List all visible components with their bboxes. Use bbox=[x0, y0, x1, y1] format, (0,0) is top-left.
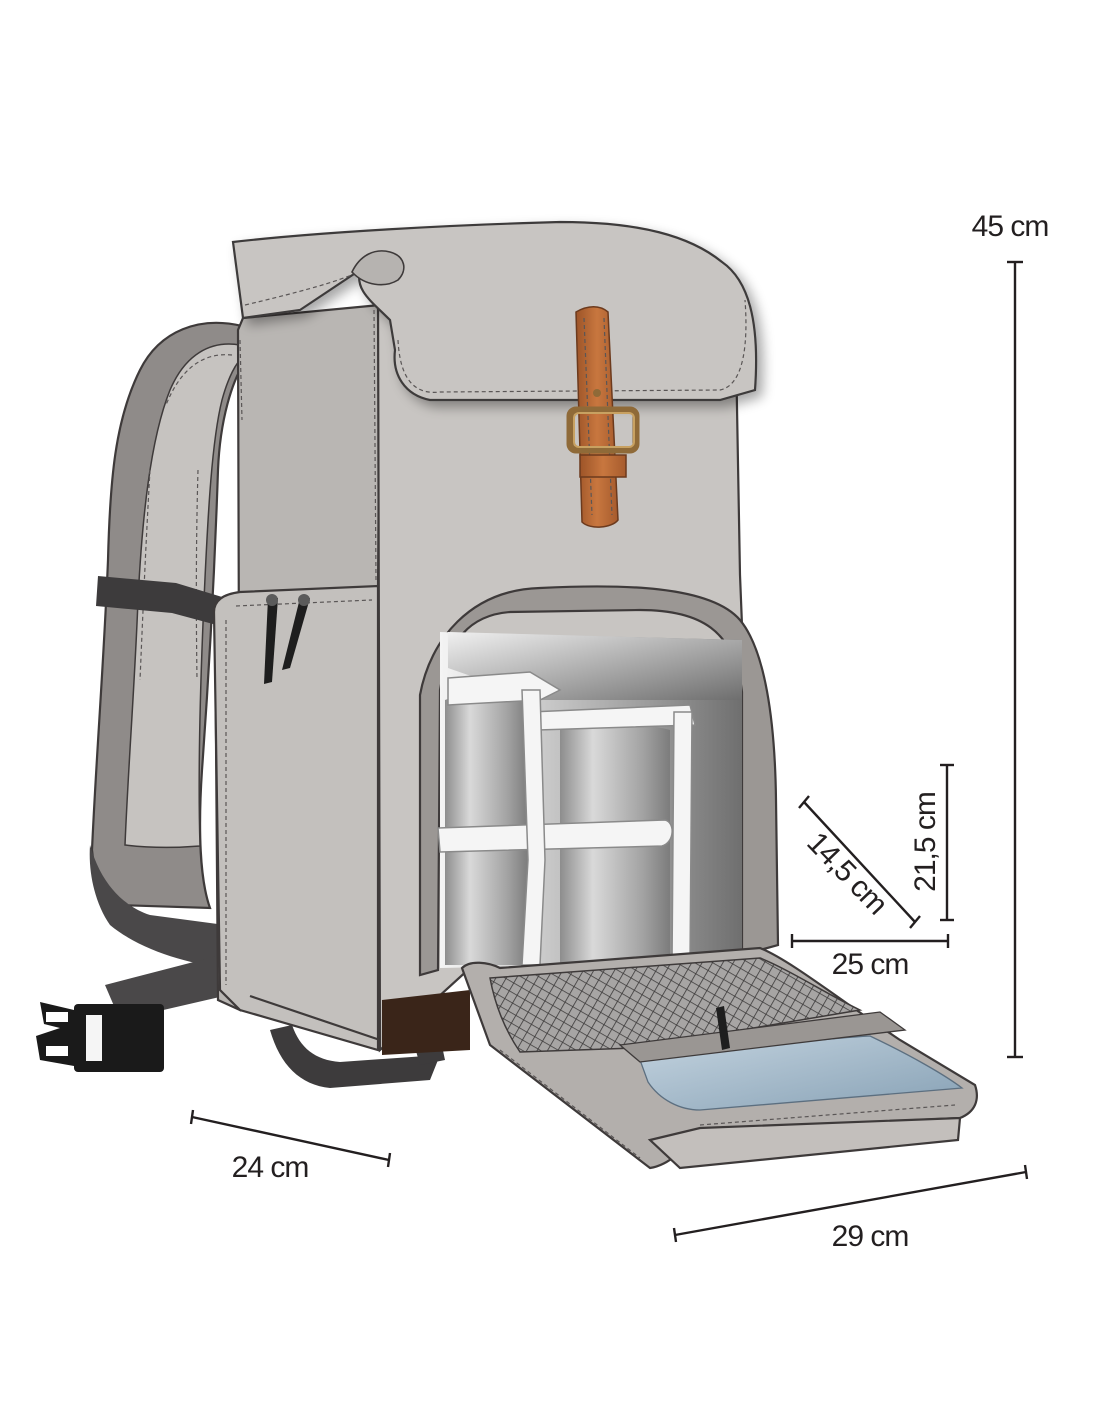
compartment-depth-label: 14,5 cm bbox=[800, 826, 893, 921]
leather-strap-buckle-icon bbox=[566, 306, 640, 528]
side-release-buckle-icon bbox=[36, 1002, 164, 1072]
dimension-depth: 24 cm bbox=[189, 1109, 392, 1184]
dimension-compartment-height: 21,5 cm bbox=[909, 763, 954, 922]
dimension-height: 45 cm bbox=[972, 210, 1049, 1059]
depth-label: 24 cm bbox=[232, 1151, 309, 1184]
front-lid bbox=[460, 946, 978, 1170]
width-label: 29 cm bbox=[832, 1220, 909, 1253]
compartment-height-label: 21,5 cm bbox=[909, 792, 942, 892]
compartment-width-label: 25 cm bbox=[832, 948, 909, 981]
side-pocket bbox=[212, 584, 470, 1055]
camera-compartment bbox=[418, 585, 780, 977]
dimension-compartment-width: 25 cm bbox=[790, 934, 950, 981]
dimension-compartment-depth: 14,5 cm bbox=[798, 795, 921, 929]
shoulder-strap bbox=[89, 321, 248, 968]
height-label: 45 cm bbox=[972, 210, 1049, 243]
dimension-width: 29 cm bbox=[672, 1164, 1029, 1253]
zipper-pull-icon bbox=[264, 594, 310, 684]
